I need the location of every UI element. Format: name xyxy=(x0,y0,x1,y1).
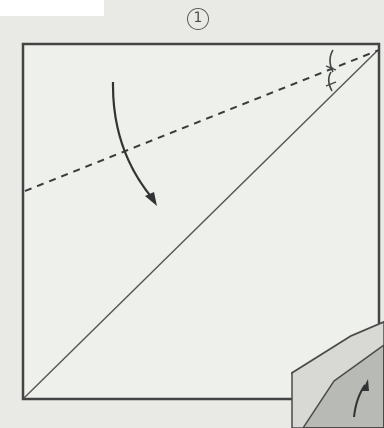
origami-fold-illustration xyxy=(0,0,384,428)
origami-diagram-canvas: 1 xyxy=(0,0,384,428)
